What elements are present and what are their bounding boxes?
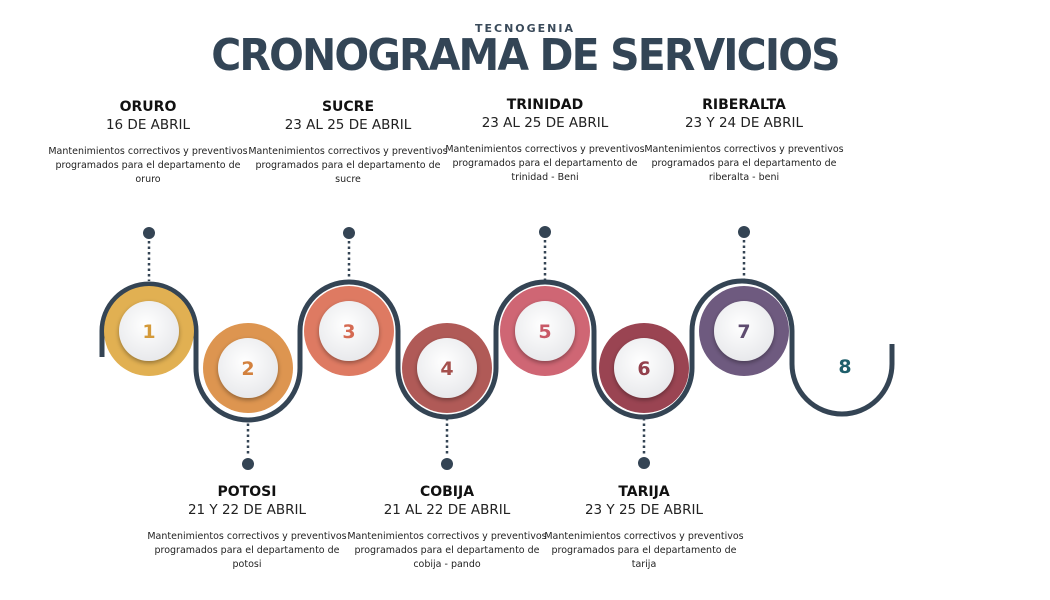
step-inner-circle xyxy=(119,301,179,361)
step-number: 8 xyxy=(838,356,851,378)
event-description: Mantenimientos correctivos y preventivos… xyxy=(347,531,547,570)
event-description: Mantenimientos correctivos y preventivos… xyxy=(147,531,347,570)
event-city: TARIJA xyxy=(618,484,670,500)
event-riberalta: RIBERALTA 23 Y 24 DE ABRIL Mantenimiento… xyxy=(644,97,844,184)
event-description: Mantenimientos correctivos y preventivos… xyxy=(544,531,744,570)
event-description: Mantenimientos correctivos y preventivos… xyxy=(48,146,248,185)
event-city: ORURO xyxy=(119,99,177,115)
connector-dot xyxy=(343,227,355,239)
step-number: 4 xyxy=(440,358,453,380)
step-number: 1 xyxy=(142,321,155,343)
step-number: 6 xyxy=(637,358,650,380)
step-inner-circle xyxy=(319,301,379,361)
event-date: 21 AL 22 DE ABRIL xyxy=(383,502,511,518)
brand-label: TECNOGENIA xyxy=(474,22,575,35)
event-date: 23 Y 24 DE ABRIL xyxy=(684,115,804,131)
event-tarija: TARIJA 23 Y 25 DE ABRIL Mantenimientos c… xyxy=(544,484,744,571)
event-date: 21 Y 22 DE ABRIL xyxy=(187,502,307,518)
event-sucre: SUCRE 23 AL 25 DE ABRIL Mantenimientos c… xyxy=(248,99,448,186)
event-cobija: COBIJA 21 AL 22 DE ABRIL Mantenimientos … xyxy=(347,484,547,571)
step-number: 3 xyxy=(342,321,355,343)
connector-dot xyxy=(242,458,254,470)
step-inner-circle xyxy=(614,338,674,398)
event-city: RIBERALTA xyxy=(702,97,786,113)
event-potosi: POTOSI 21 Y 22 DE ABRIL Mantenimientos c… xyxy=(147,484,347,571)
event-description: Mantenimientos correctivos y preventivos… xyxy=(644,144,844,183)
connector-dot xyxy=(738,226,750,238)
event-city: TRINIDAD xyxy=(506,97,584,113)
step-number: 5 xyxy=(538,321,551,343)
connector-dot xyxy=(539,226,551,238)
event-oruro: ORURO 16 DE ABRIL Mantenimientos correct… xyxy=(48,99,248,186)
step-number: 2 xyxy=(241,358,254,380)
event-date: 23 AL 25 DE ABRIL xyxy=(284,117,412,133)
connector-dot xyxy=(638,457,650,469)
connector-dot xyxy=(143,227,155,239)
event-city: COBIJA xyxy=(419,484,475,500)
event-date: 23 AL 25 DE ABRIL xyxy=(481,115,609,131)
step-number: 7 xyxy=(737,321,750,343)
step-inner-circle xyxy=(515,301,575,361)
event-description: Mantenimientos correctivos y preventivos… xyxy=(445,144,645,183)
event-date: 16 DE ABRIL xyxy=(105,117,191,133)
event-city: SUCRE xyxy=(321,99,375,115)
event-description: Mantenimientos correctivos y preventivos… xyxy=(248,146,448,185)
event-city: POTOSI xyxy=(217,484,277,500)
event-trinidad: TRINIDAD 23 AL 25 DE ABRIL Mantenimiento… xyxy=(445,97,645,184)
connector-dot xyxy=(441,458,453,470)
event-date: 23 Y 25 DE ABRIL xyxy=(584,502,704,518)
step-inner-circle xyxy=(417,338,477,398)
step-inner-circle xyxy=(218,338,278,398)
page-title: CRONOGRAMA DE SERVICIOS xyxy=(211,30,840,81)
step-inner-circle xyxy=(714,301,774,361)
timeline-track xyxy=(99,278,895,423)
